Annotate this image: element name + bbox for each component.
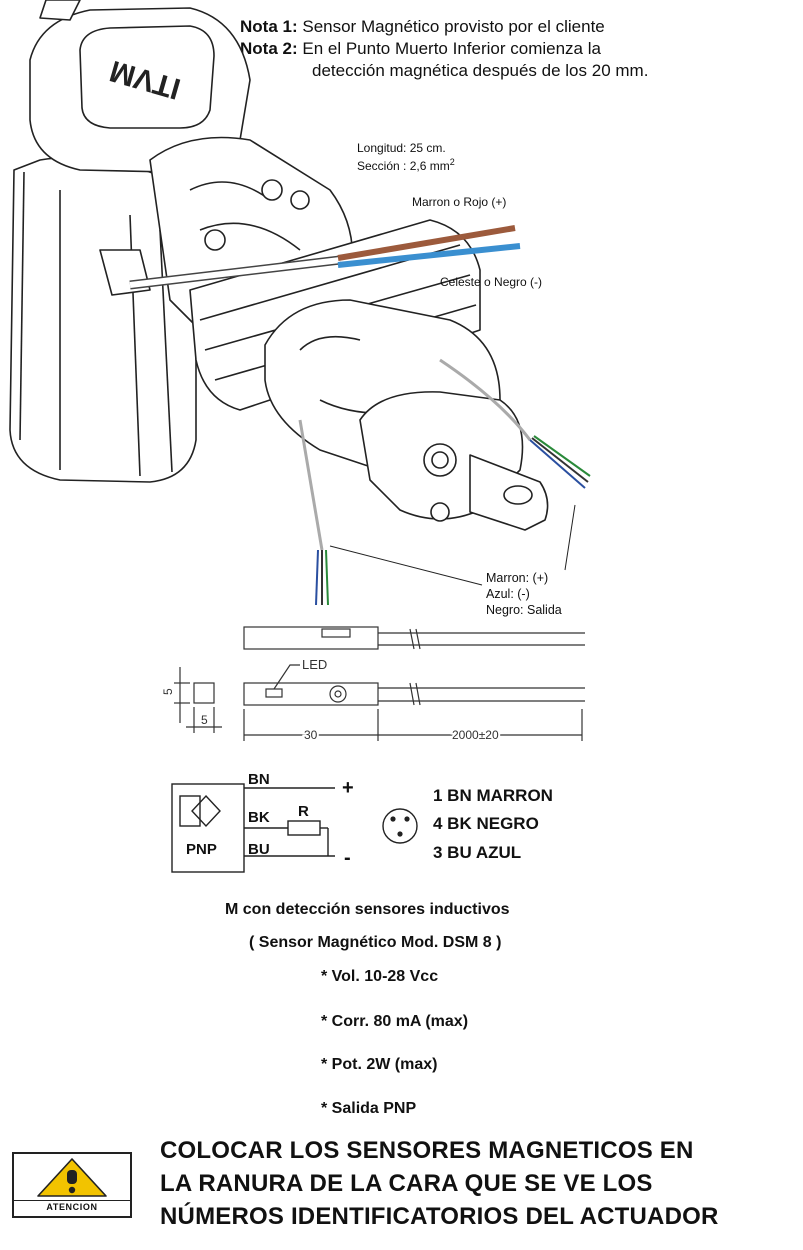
warning-badge: ATENCION [12, 1152, 132, 1218]
warning-line-1: COLOCAR LOS SENSORES MAGNETICOS EN [160, 1137, 694, 1164]
actuator-drawing: ITVM [9, 0, 591, 606]
sensor-cable-left [298, 419, 324, 551]
led-label: LED [302, 657, 327, 672]
warning-line-3: NÚMEROS IDENTIFICATORIOS DEL ACTUADOR [160, 1203, 719, 1230]
connector-pinout-icon [382, 808, 418, 844]
note-2: Nota 2: En el Punto Muerto Inferior comi… [240, 38, 601, 60]
specs-model: ( Sensor Magnético Mod. DSM 8 ) [249, 934, 502, 951]
height-dimension: 5 [161, 688, 175, 695]
cable-section: Sección : 2,6 mm2 [357, 157, 455, 173]
spec-voltage: * Vol. 10-28 Vcc [321, 968, 439, 985]
schematic-r: R [298, 803, 309, 820]
blue-wire [337, 243, 521, 268]
note-2-label: Nota 2: [240, 39, 298, 58]
pin-4-label: 4 BK NEGRO [433, 814, 539, 833]
cable-length-dimension: 2000±20 [452, 728, 499, 742]
sensor-cable-right [439, 358, 532, 441]
warning-badge-text: ATENCION [14, 1200, 130, 1212]
spec-current: * Corr. 80 mA (max) [321, 1013, 469, 1030]
cable-length: Longitud: 25 cm. [357, 141, 446, 155]
note-1-label: Nota 1: [240, 17, 298, 36]
wire-negative-label: Celeste o Negro (-) [440, 275, 543, 289]
width-dimension: 5 [201, 713, 208, 727]
schematic-plus: + [342, 777, 354, 799]
schematic-minus: - [344, 847, 351, 869]
sensor-wire-blue: Azul: (-) [486, 587, 530, 601]
specs-title: M con detección sensores inductivos [225, 901, 510, 918]
note-2-line2: detección magnética después de los 20 mm… [312, 61, 649, 80]
length-dimension: 30 [304, 728, 318, 742]
note-1-text: Sensor Magnético provisto por el cliente [302, 17, 605, 36]
spec-output: * Salida PNP [321, 1100, 417, 1117]
schematic-bk: BK [248, 809, 270, 826]
warning-triangle-icon [37, 1158, 107, 1197]
pin-1-label: 1 BN MARRON [433, 786, 553, 805]
note-1: Nota 1: Sensor Magnético provisto por el… [240, 16, 605, 38]
sensor-wire-black: Negro: Salida [486, 603, 562, 617]
brown-wire [337, 225, 516, 261]
spec-power: * Pot. 2W (max) [321, 1056, 438, 1073]
schematic-pnp: PNP [186, 841, 217, 858]
schematic-bu: BU [248, 841, 270, 858]
wire-positive-label: Marron o Rojo (+) [412, 195, 507, 209]
note-2-line1: En el Punto Muerto Inferior comienza la [302, 39, 601, 58]
pnp-schematic: BN BK BU R PNP + - [171, 771, 354, 873]
schematic-bn: BN [248, 771, 270, 788]
sensor-wire-brown: Marron: (+) [486, 571, 549, 585]
warning-line-2: LA RANURA DE LA CARA QUE SE VE LOS [160, 1170, 653, 1197]
pin-3-label: 3 BU AZUL [433, 843, 522, 862]
display-window [79, 25, 215, 129]
sensor-dimension-drawing: LED 5 5 30 2000±20 [161, 626, 585, 744]
